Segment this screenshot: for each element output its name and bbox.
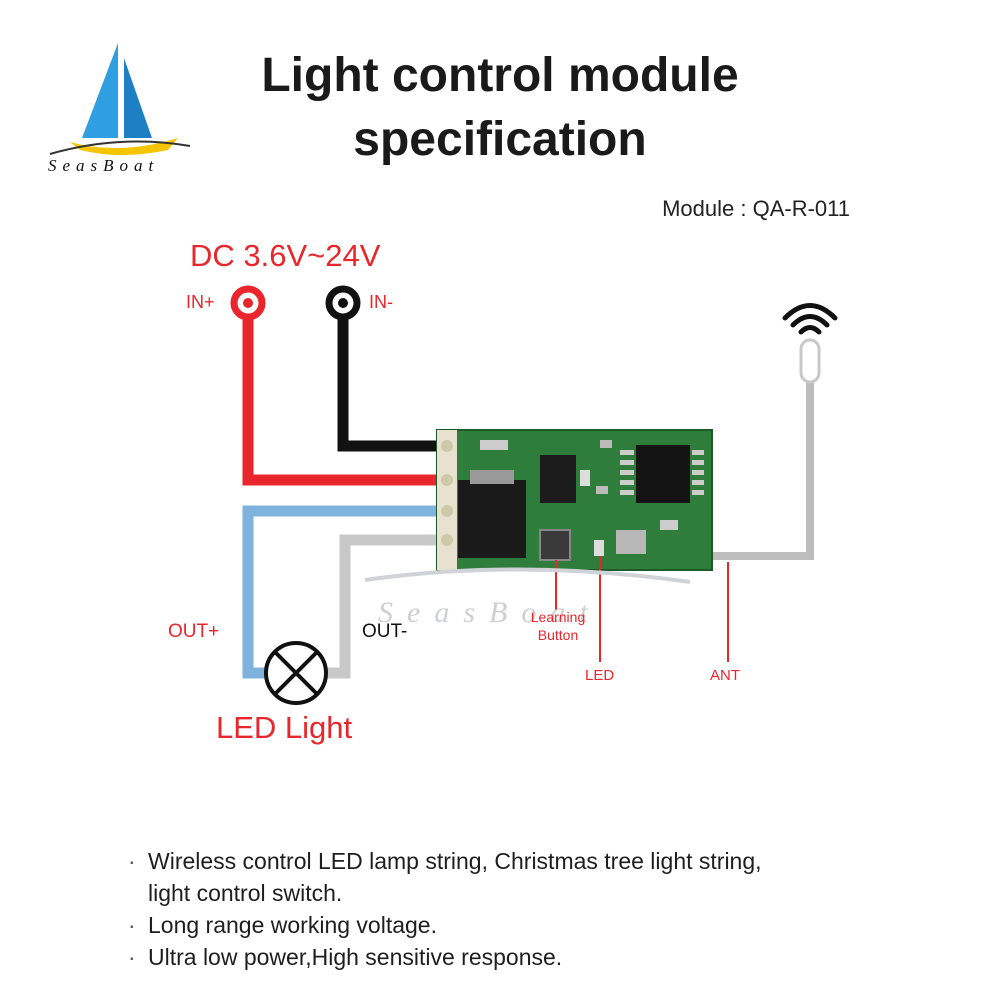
regulator-chip <box>540 455 576 503</box>
learning-button-label-line-1: Learning <box>530 609 586 625</box>
antenna-wire <box>700 365 814 560</box>
title-line-1: Light control module <box>261 49 739 102</box>
feature-item: · Wireless control LED lamp string, Chri… <box>128 845 908 909</box>
in-minus-terminal-dot <box>338 298 348 308</box>
red-wire <box>242 300 445 486</box>
learning-button-label: Learning Button <box>522 608 594 644</box>
page-title: Light control module specification <box>150 44 850 172</box>
gray-wire <box>325 534 445 679</box>
learning-button-label-line-2: Button <box>537 627 579 643</box>
wiring-diagram <box>230 285 838 705</box>
black-wire <box>337 300 445 452</box>
mcu-chip <box>636 445 690 503</box>
in-plus-label: IN+ <box>186 292 215 312</box>
led-callout-label: LED <box>585 667 615 684</box>
pcb-module <box>436 429 713 571</box>
antenna-tip <box>799 338 821 384</box>
feature-text: Ultra low power,High sensitive response. <box>148 944 563 970</box>
seasboat-logo <box>49 43 191 155</box>
pcb-terminal-strip <box>437 430 457 570</box>
learning-button <box>539 529 571 561</box>
lamp-icon <box>264 641 328 705</box>
watermark-text: SeasBoat <box>378 596 602 629</box>
bullet: · <box>128 912 136 938</box>
led-light-label: LED Light <box>216 710 353 745</box>
feature-text-cont: light control switch. <box>148 880 343 906</box>
mosfet-chip <box>458 480 526 558</box>
out-plus-label: OUT+ <box>168 621 220 642</box>
feature-item: · Long range working voltage. <box>128 909 908 941</box>
brand-name: SeasBoat <box>48 156 160 175</box>
bullet: · <box>128 848 136 874</box>
watermark-swoosh <box>364 567 691 584</box>
feature-text: Wireless control LED lamp string, Christ… <box>148 848 762 874</box>
power-voltage-label: DC 3.6V~24V <box>190 238 381 273</box>
feature-item: · Ultra low power,High sensitive respons… <box>128 941 908 973</box>
in-minus-label: IN- <box>369 292 393 312</box>
module-model: Module : QA-R-011 <box>662 196 850 221</box>
title-line-2: specification <box>353 113 647 166</box>
in-plus-terminal-dot <box>243 298 253 308</box>
feature-list: · Wireless control LED lamp string, Chri… <box>128 845 908 973</box>
bullet: · <box>128 944 136 970</box>
led-indicator <box>594 540 604 556</box>
wifi-icon <box>782 303 838 335</box>
crystal <box>616 530 646 554</box>
blue-wire <box>242 505 445 679</box>
ant-callout-label: ANT <box>710 667 740 684</box>
out-minus-label: OUT- <box>362 621 408 642</box>
feature-text: Long range working voltage. <box>148 912 437 938</box>
